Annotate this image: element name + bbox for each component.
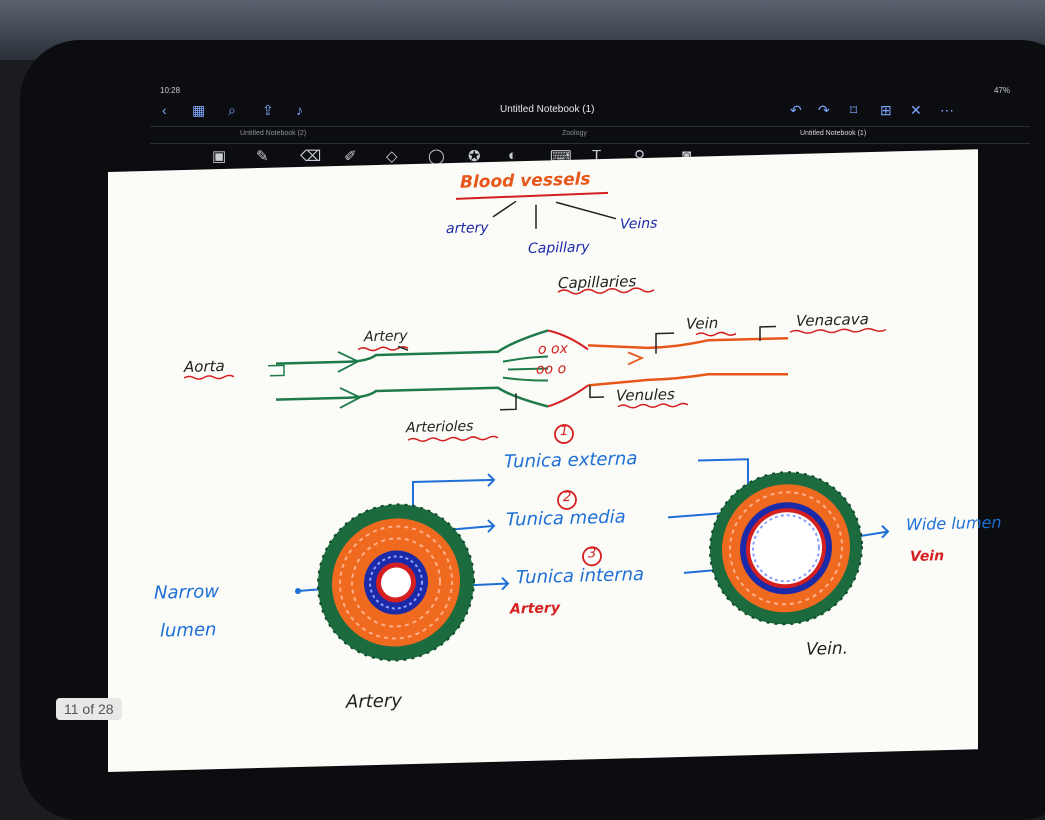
branch-line-veins xyxy=(555,201,617,220)
vein-caption: Vein. xyxy=(806,638,848,660)
pen-tool-icon[interactable]: ✎ xyxy=(256,148,269,165)
tunica-media-label: Tunica media xyxy=(506,506,626,531)
grid-icon[interactable]: ▦ xyxy=(192,102,206,118)
venules-underline xyxy=(617,402,689,409)
photo-tool-icon[interactable]: ◐ xyxy=(508,147,518,164)
venule-chevron xyxy=(627,351,645,366)
artery-label: Artery xyxy=(364,328,408,346)
tunica-externa-arrow xyxy=(412,478,494,515)
laser-tool-icon[interactable]: ⚲ xyxy=(634,148,645,165)
branch-line-artery xyxy=(492,200,517,218)
tab-notebook-1[interactable]: Untitled Notebook (1) xyxy=(800,130,867,137)
narrow-lumen-line-2: lumen xyxy=(160,619,217,642)
add-page-icon[interactable]: ⊞ xyxy=(880,102,892,118)
artery-vessel-lower xyxy=(276,386,549,408)
tab-notebook-2[interactable]: Untitled Notebook (2) xyxy=(240,130,307,137)
aorta-label: Aorta xyxy=(184,356,225,377)
flow-chevron-2 xyxy=(339,387,363,409)
page-indicator[interactable]: 11 of 28 xyxy=(56,698,122,720)
aorta-arrow xyxy=(268,364,285,377)
arterioles-label: Arterioles xyxy=(406,418,474,437)
title-underline xyxy=(455,191,609,200)
branch-capillary-label: Capillary xyxy=(528,239,590,258)
branch-veins-label: Veins xyxy=(620,215,658,233)
image-tool-icon[interactable]: ▣ xyxy=(212,148,227,165)
capillary-marks: o ox xyxy=(538,341,569,358)
vein-label: Vein xyxy=(686,314,719,333)
notebook-title[interactable]: Untitled Notebook (1) xyxy=(500,104,595,115)
number-2: 2 xyxy=(563,489,572,506)
venules-label: Venules xyxy=(616,385,675,405)
arterioles-underline xyxy=(407,435,499,443)
artery-red-label: Artery xyxy=(510,600,560,618)
more-icon[interactable]: ⋯ xyxy=(940,102,954,118)
close-icon[interactable]: ✕ xyxy=(910,102,922,118)
status-bar: 10:28 47% xyxy=(150,84,1030,98)
tab-zoology[interactable]: Zoology xyxy=(562,130,587,137)
vein-vessel-lower xyxy=(587,372,789,387)
number-1: 1 xyxy=(560,423,569,440)
tunica-interna-label: Tunica interna xyxy=(516,563,645,589)
eraser-tool-icon[interactable]: ⌫ xyxy=(300,148,322,165)
capillaries-underline xyxy=(557,287,655,295)
bookmark-icon[interactable]: ⌑ xyxy=(850,102,858,118)
status-battery: 47% xyxy=(993,86,1010,95)
text-tool-icon[interactable]: T xyxy=(592,147,602,164)
tunica-externa-label: Tunica externa xyxy=(504,448,638,473)
search-icon[interactable]: ⌕ xyxy=(228,102,236,118)
venacava-label: Venacava xyxy=(796,310,869,330)
number-3: 3 xyxy=(588,546,597,562)
capillaries-label: Capillaries xyxy=(558,272,637,293)
shapes-tool-icon[interactable]: ◇ xyxy=(386,148,398,165)
camera-tool-icon[interactable]: ◙ xyxy=(682,147,692,164)
venules-pointer xyxy=(589,385,604,399)
vein-red-label: Vein xyxy=(910,548,945,565)
flow-chevron-1 xyxy=(337,351,361,373)
vein-cross-section xyxy=(709,471,863,626)
microphone-icon[interactable]: ♪ xyxy=(296,102,303,118)
sticker-tool-icon[interactable]: ✪ xyxy=(468,148,481,165)
artery-underline xyxy=(357,346,409,352)
artery-pointer xyxy=(397,345,409,351)
note-title: Blood vessels xyxy=(460,169,591,193)
artery-caption: Artery xyxy=(346,690,402,713)
artery-vessel-upper xyxy=(276,329,549,365)
vein-pointer xyxy=(655,332,674,354)
top-bar: ‹ ▦ ⌕ ⇪ ♪ Untitled Notebook (1) ↶ ↷ ⌑ ⊞ … xyxy=(150,98,1030,126)
arterioles-pointer xyxy=(500,393,517,411)
tab-strip: Untitled Notebook (2) Zoology Untitled N… xyxy=(150,126,1030,144)
status-time: 10:28 xyxy=(160,86,181,95)
capillary-bed xyxy=(547,329,589,408)
artery-cross-section xyxy=(317,503,475,662)
notebook-page[interactable]: o ox oo o xyxy=(108,149,1002,772)
wide-lumen-label: Wide lumen xyxy=(906,512,1002,535)
vein-vessel-upper xyxy=(587,336,788,350)
chevron-left-icon[interactable]: ‹ xyxy=(162,102,167,118)
narrow-lumen-line-1: Narrow xyxy=(154,581,220,604)
venacava-pointer xyxy=(759,325,776,341)
lasso-tool-icon[interactable]: ◯ xyxy=(428,148,445,165)
num-circle-2 xyxy=(557,490,577,510)
arteriole-branches xyxy=(502,355,549,382)
branch-artery-label: artery xyxy=(446,220,489,238)
page-drawing: o ox oo o xyxy=(183,191,890,662)
tunica-externa-connector xyxy=(698,458,749,492)
venacava-underline xyxy=(789,327,887,334)
highlighter-tool-icon[interactable]: ✐ xyxy=(344,148,357,165)
num-circle-3 xyxy=(582,546,602,567)
share-icon[interactable]: ⇪ xyxy=(262,102,274,118)
capillary-marks-2: oo o xyxy=(536,361,566,378)
undo-icon[interactable]: ↶ xyxy=(790,102,802,118)
aorta-underline xyxy=(183,374,235,380)
num-circle-1 xyxy=(554,424,574,444)
vein-underline xyxy=(695,331,737,337)
redo-icon[interactable]: ↷ xyxy=(818,102,830,118)
